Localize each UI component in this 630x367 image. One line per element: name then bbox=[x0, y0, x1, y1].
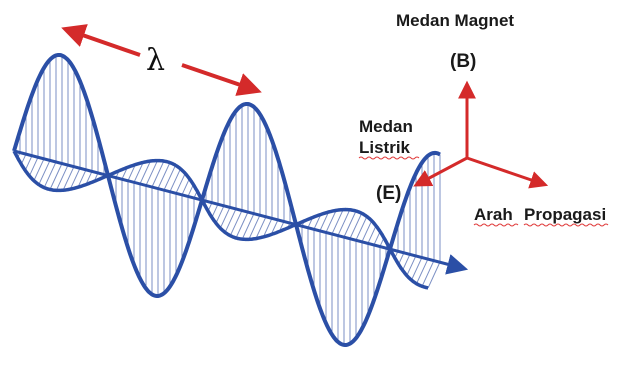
magnetic-field-wave bbox=[12, 150, 429, 290]
wavelength-arrow-right bbox=[181, 63, 262, 96]
hatch-line bbox=[373, 231, 381, 246]
hatch-line bbox=[224, 208, 237, 233]
propagation-axis-arrow bbox=[466, 156, 549, 189]
hatch-line bbox=[181, 178, 190, 196]
hatch-line bbox=[270, 219, 279, 235]
hatch-line bbox=[187, 184, 194, 197]
hatch-line bbox=[127, 164, 136, 181]
hatch-line bbox=[255, 216, 267, 239]
hatch-line bbox=[355, 216, 368, 241]
magnetic-field-symbol: (B) bbox=[450, 51, 476, 72]
electric-field-symbol: (E) bbox=[376, 183, 401, 204]
hatch-line bbox=[219, 207, 231, 229]
hatch-line bbox=[411, 257, 423, 281]
electric-axis-arrow bbox=[413, 156, 468, 187]
hatch-line bbox=[139, 160, 151, 185]
hatch-line bbox=[28, 157, 39, 177]
hatch-line bbox=[402, 253, 411, 271]
hatch-line bbox=[211, 203, 219, 218]
hatch-line bbox=[235, 211, 249, 239]
wavelength-arrow bbox=[61, 24, 141, 57]
hatch-line bbox=[421, 260, 435, 287]
propagation-label-word1: Arah bbox=[474, 205, 513, 224]
hatch-line bbox=[62, 166, 75, 191]
hatch-line bbox=[398, 252, 405, 265]
hatch-line bbox=[151, 160, 165, 188]
electric-field-label-line2: Listrik bbox=[359, 138, 411, 157]
hatch-line bbox=[77, 169, 87, 188]
hatch-line bbox=[38, 160, 51, 185]
hatch-line bbox=[241, 213, 255, 240]
hatch-line bbox=[325, 210, 337, 233]
hatch-line bbox=[319, 211, 330, 231]
hatch-line bbox=[145, 160, 158, 186]
hatch-line bbox=[313, 214, 322, 230]
hatch-line bbox=[367, 225, 377, 244]
wave-propagation-axis bbox=[13, 149, 469, 275]
hatch-line bbox=[229, 210, 243, 236]
magnetic-field-label: Medan Magnet bbox=[396, 11, 514, 30]
hatch-line bbox=[49, 163, 63, 190]
electric-field-wave bbox=[12, 53, 441, 347]
hatch-line bbox=[406, 255, 417, 276]
hatch-line bbox=[43, 161, 57, 188]
hatch-line bbox=[349, 213, 363, 239]
spellcheck-underline-propagasi bbox=[523, 223, 609, 227]
hatch-line bbox=[169, 168, 181, 192]
hatch-line bbox=[33, 158, 45, 181]
hatch-line bbox=[157, 162, 171, 189]
hatch-line bbox=[24, 155, 33, 171]
hatch-line bbox=[343, 210, 357, 238]
hatch-line bbox=[416, 258, 429, 284]
hatch-line bbox=[337, 209, 351, 236]
hatch-line bbox=[69, 167, 81, 190]
spellcheck-underline-listrik bbox=[358, 156, 420, 160]
hatch-line bbox=[175, 173, 186, 194]
hatch-line bbox=[133, 162, 144, 183]
spellcheck-underline-arah bbox=[473, 223, 519, 227]
wave-hatching bbox=[17, 55, 441, 345]
hatch-line bbox=[427, 261, 441, 289]
hatch-line bbox=[55, 164, 69, 191]
field-axes bbox=[413, 80, 549, 189]
hatch-line bbox=[262, 217, 273, 238]
hatch-line bbox=[361, 220, 373, 242]
hatch-line bbox=[248, 214, 261, 240]
hatch-line bbox=[163, 165, 176, 191]
electric-field-label-line1: Medan bbox=[359, 117, 413, 136]
propagation-label-word2: Propagasi bbox=[524, 205, 606, 224]
wavelength-symbol: λ bbox=[146, 43, 165, 78]
hatch-line bbox=[215, 205, 225, 224]
hatch-line bbox=[331, 209, 344, 235]
